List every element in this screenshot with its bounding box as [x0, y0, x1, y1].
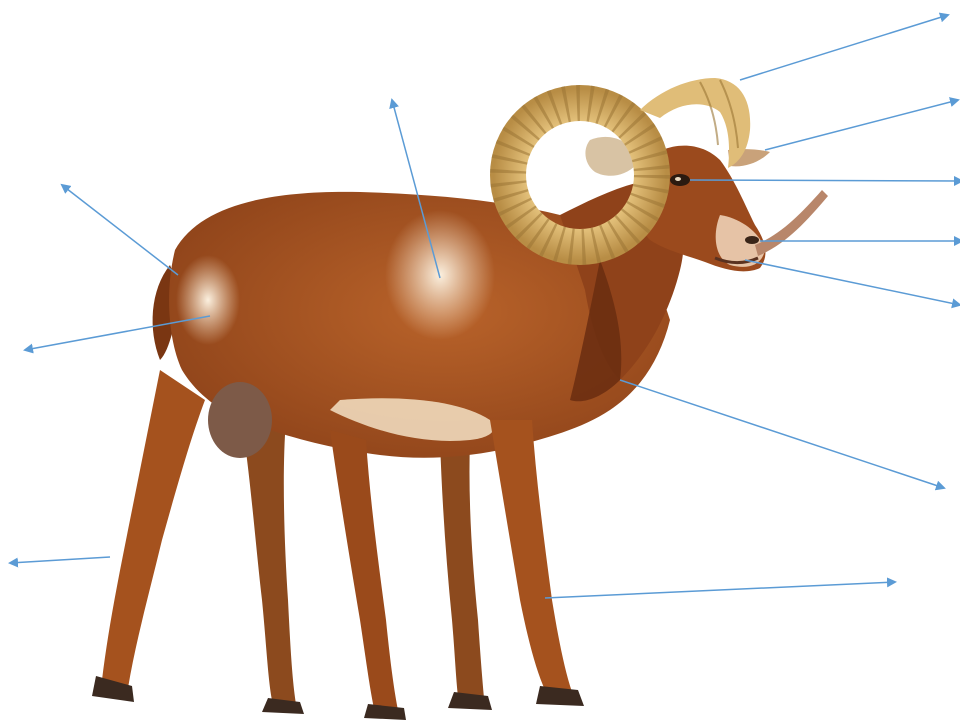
arrow-hind-leg [10, 557, 110, 563]
arrow-foreleg [545, 582, 895, 598]
saddle-patch [385, 210, 495, 340]
arrow-rump-back [62, 185, 178, 275]
branch [755, 190, 828, 256]
near-hind-leg [92, 370, 205, 702]
nose [745, 236, 759, 244]
rump-patch [176, 255, 240, 345]
arrow-ear [765, 100, 958, 150]
ram-illustration [92, 78, 828, 720]
arrow-horn-tip [740, 15, 948, 80]
near-fore-leg-2 [330, 430, 406, 720]
near-fore-leg [490, 420, 584, 706]
arrow-eye [690, 180, 960, 181]
arrow-mouth [745, 260, 960, 305]
scrotum [208, 382, 272, 458]
arrow-neck-mane [620, 380, 944, 488]
far-fore-leg [440, 440, 492, 710]
eye-highlight [675, 177, 681, 181]
